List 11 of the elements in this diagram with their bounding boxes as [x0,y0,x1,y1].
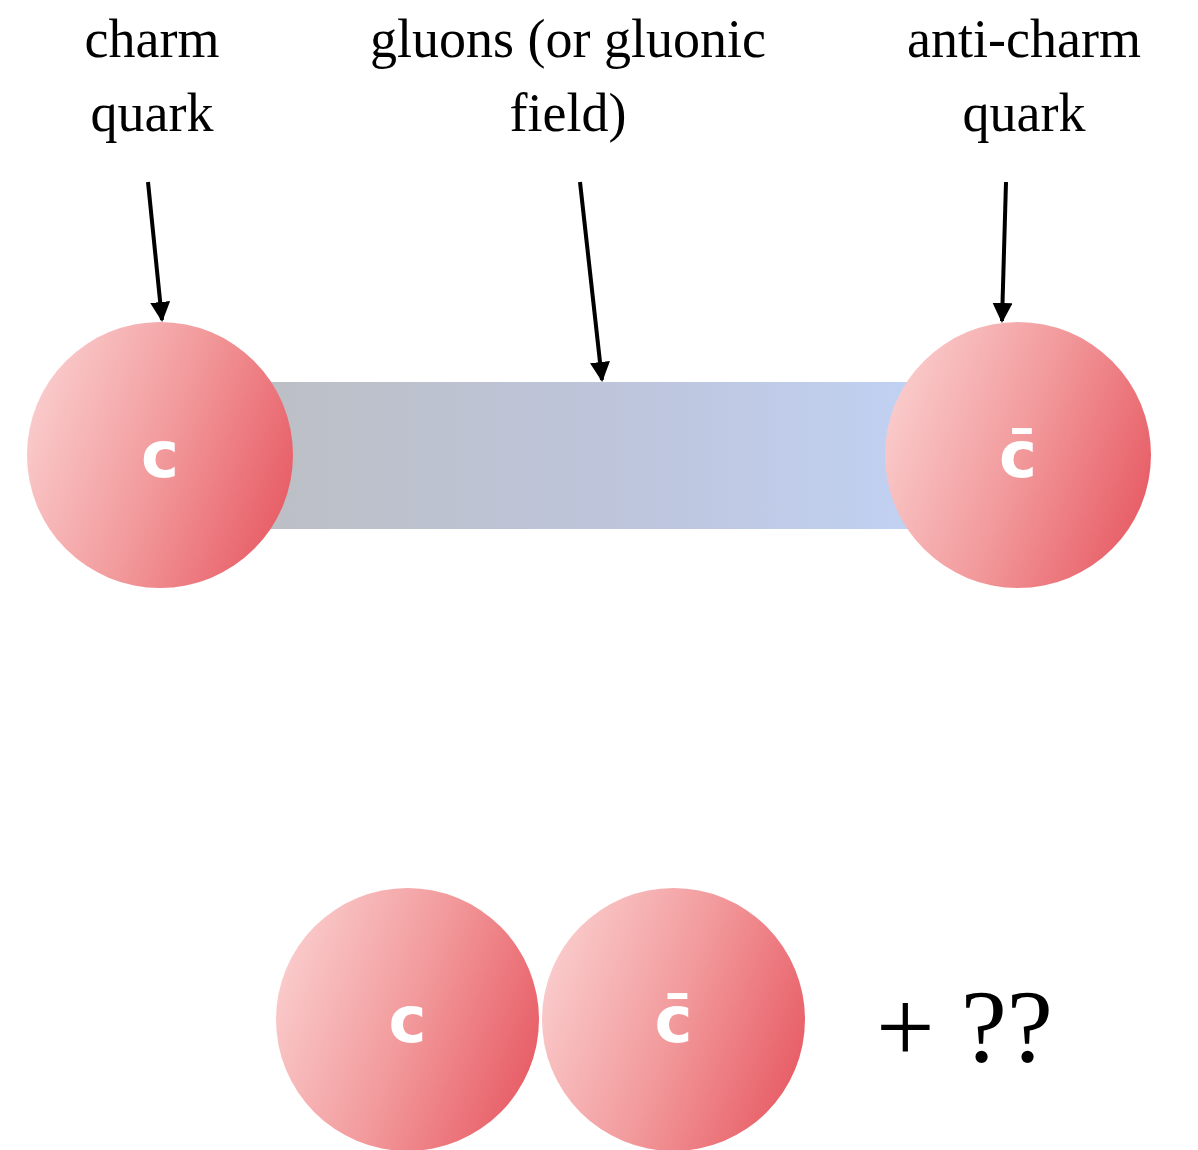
antiquark-circle: c̄ [885,322,1151,588]
leader-arrow [992,181,1013,323]
label-text: charm quark [32,2,272,152]
label-text: anti-charm quark [864,2,1184,152]
leader-arrow [146,181,171,322]
label-text: gluons (or gluonic field) [318,2,818,152]
quark-circle: c [276,888,539,1150]
quark-circle: c [27,322,293,588]
antiquark-circle: c̄ [542,888,805,1150]
annotation-text: + ?? [876,975,1053,1079]
leader-arrow [578,181,610,382]
